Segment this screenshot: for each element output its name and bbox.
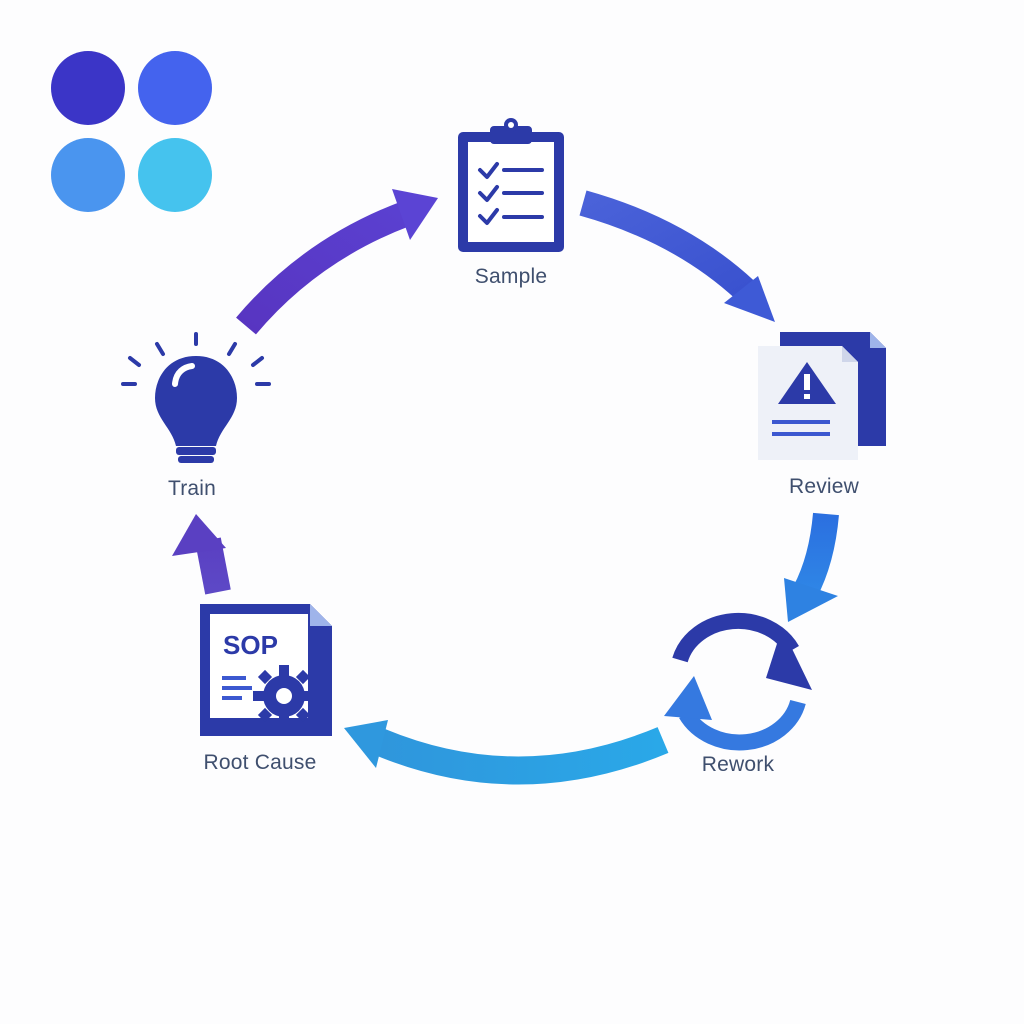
step-label-rootcause: Root Cause	[203, 751, 317, 774]
lightbulb-icon	[121, 332, 271, 463]
arrow-rework-to-rootcause	[344, 720, 669, 785]
step-label-review: Review	[788, 475, 860, 498]
warning-document-icon	[758, 332, 886, 460]
step-label-train: Train	[167, 477, 217, 500]
palette-dot-3	[51, 138, 125, 212]
arrow-train-to-sample	[236, 189, 438, 335]
palette-dot-4	[138, 138, 212, 212]
step-label-sample: Sample	[474, 265, 548, 288]
sop-gear-document-icon	[200, 604, 332, 736]
step-label-rework: Rework	[701, 753, 775, 776]
arrow-review-to-rework	[784, 512, 839, 622]
arrow-rootcause-to-train	[172, 514, 231, 595]
palette-dot-1	[51, 51, 125, 125]
refresh-cycle-icon	[664, 612, 812, 751]
arrow-sample-to-review	[579, 190, 775, 322]
clipboard-checklist-icon	[458, 118, 564, 252]
sop-label: SOP	[223, 630, 278, 660]
palette-dot-2	[138, 51, 212, 125]
